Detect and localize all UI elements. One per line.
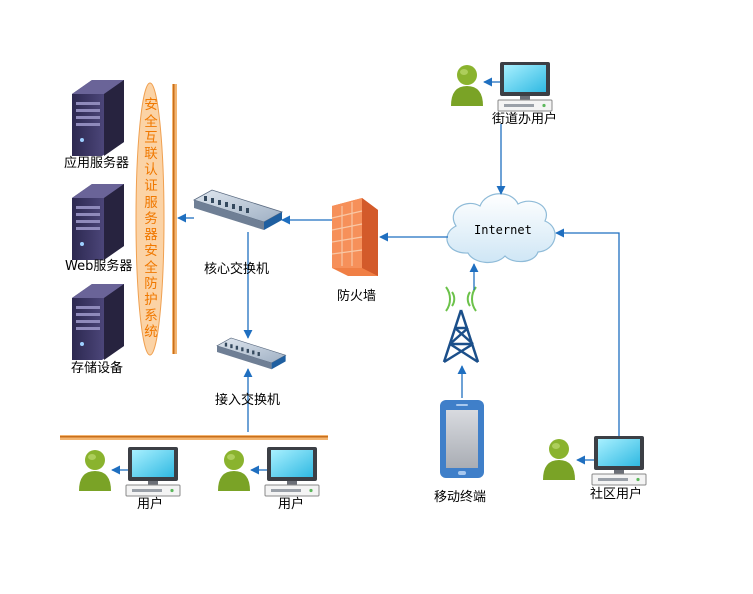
community-computer-icon bbox=[591, 435, 647, 486]
lan-rail bbox=[60, 435, 328, 440]
firewall-label: 防火墙 bbox=[337, 289, 377, 304]
app-server-icon bbox=[72, 80, 124, 156]
community-user-label: 社区用户 bbox=[590, 487, 643, 502]
connectors bbox=[111, 77, 620, 475]
storage-icon bbox=[72, 284, 124, 360]
tower-icon bbox=[442, 286, 480, 364]
security-system-char: 证 bbox=[144, 178, 158, 195]
security-system-char: 服 bbox=[144, 194, 158, 211]
internet-label: Internet bbox=[474, 223, 532, 237]
security-system-char: 全 bbox=[144, 113, 158, 130]
access-switch-label: 接入交换机 bbox=[215, 393, 281, 408]
security-system-char: 互 bbox=[144, 129, 158, 146]
security-system-char: 全 bbox=[144, 259, 158, 276]
street-office-computer-icon bbox=[497, 61, 553, 112]
user-1-icon bbox=[79, 450, 111, 491]
phone-icon bbox=[440, 400, 484, 478]
user-1-computer-icon bbox=[125, 446, 181, 497]
security-system-char: 器 bbox=[144, 227, 158, 244]
street-office-user-icon bbox=[451, 65, 483, 106]
storage-label: 存储设备 bbox=[71, 361, 124, 376]
security-system-oval bbox=[135, 82, 165, 356]
user-1-label: 用户 bbox=[137, 497, 164, 512]
security-system-char: 安 bbox=[144, 97, 158, 114]
security-system-char: 联 bbox=[144, 146, 158, 163]
app-server-label: 应用服务器 bbox=[64, 156, 130, 171]
user-2-icon bbox=[218, 450, 250, 491]
security-system-char: 统 bbox=[144, 324, 158, 341]
security-system-char: 防 bbox=[144, 275, 158, 292]
core-switch-icon bbox=[193, 189, 283, 231]
security-rail bbox=[172, 84, 177, 354]
access-switch-icon bbox=[216, 337, 287, 370]
firewall-icon bbox=[331, 198, 378, 276]
user-2-label: 用户 bbox=[278, 497, 305, 512]
community-user-icon bbox=[543, 439, 575, 480]
user-2-computer-icon bbox=[264, 446, 320, 497]
security-system-char: 系 bbox=[144, 308, 158, 325]
street-office-user-label: 街道办用户 bbox=[492, 112, 558, 127]
core-switch-label: 核心交换机 bbox=[204, 262, 270, 277]
web-server-icon bbox=[72, 184, 124, 260]
security-system-char: 务 bbox=[144, 210, 158, 227]
internet-cloud-icon bbox=[446, 193, 556, 263]
web-server-label: Web服务器 bbox=[65, 259, 133, 274]
security-system-char: 认 bbox=[144, 162, 158, 179]
mobile-terminal-label: 移动终端 bbox=[434, 490, 487, 505]
security-system-char: 护 bbox=[144, 291, 158, 308]
security-system-label: 安全互联认证服务器安全防护系统 bbox=[140, 88, 162, 350]
security-system-char: 安 bbox=[144, 243, 158, 260]
